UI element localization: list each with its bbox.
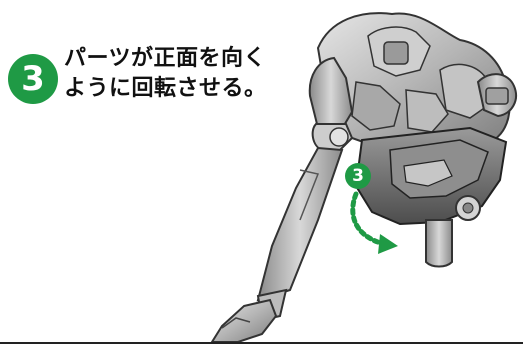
callout-step-badge: 3	[345, 163, 371, 189]
arm-part	[210, 56, 354, 343]
page-bottom-rule	[0, 342, 523, 344]
curved-dotted-arrow-icon	[350, 191, 398, 254]
torso-part	[316, 12, 517, 151]
lower-armor-part	[354, 126, 508, 268]
step-instruction-text: パーツが正面を向く ように回転させる。	[64, 44, 284, 104]
instruction-line-2: ように回転させる。	[64, 76, 267, 101]
callout-step-number: 3	[352, 165, 364, 186]
step-number-badge: 3	[8, 54, 58, 104]
instruction-line-1: パーツが正面を向く	[64, 46, 267, 71]
step-number: 3	[21, 59, 45, 99]
